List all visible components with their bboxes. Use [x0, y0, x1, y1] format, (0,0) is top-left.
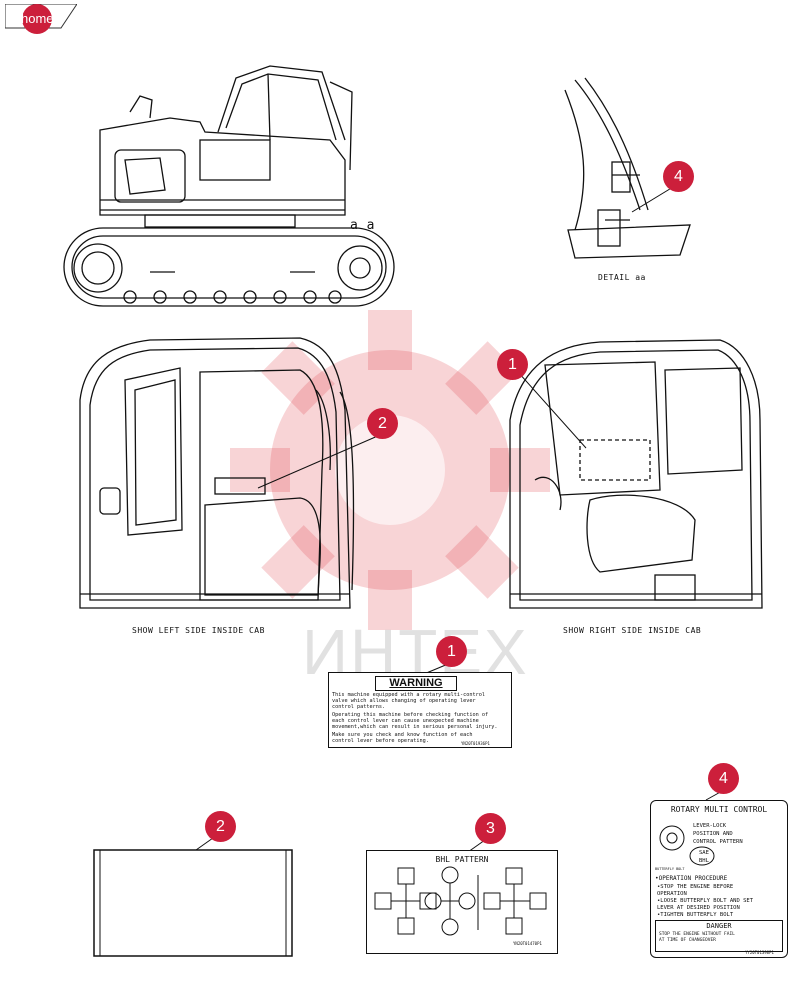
- home-icon: [22, 4, 52, 34]
- rotary-decal-danger-box: DANGER STOP THE ENGINE WITHOUT FAIL AT T…: [655, 920, 783, 952]
- rotary-decal-danger-title: DANGER: [706, 922, 732, 930]
- callout-3-decal[interactable]: 3: [475, 813, 506, 844]
- callout-4-detail[interactable]: 4: [663, 161, 694, 192]
- bhl-pattern-title: BHL PATTERN: [435, 855, 489, 864]
- callout-2-decal[interactable]: 2: [205, 811, 236, 842]
- rotary-decal-step-2: OPERATION: [657, 891, 687, 897]
- rotary-decal-line-3: CONTROL PATTERN: [693, 839, 743, 845]
- warning-decal-part-no: YN20T01936P1: [461, 741, 490, 746]
- home-label: home: [21, 11, 54, 26]
- bhl-pattern-part-no: YN20T01470P1: [513, 941, 542, 946]
- warning-decal-para2: Operating this machine before checking f…: [332, 712, 498, 730]
- rotary-decal-danger-line-1: STOP THE ENGINE WITHOUT FAIL: [659, 932, 735, 937]
- home-button[interactable]: home: [5, 4, 77, 34]
- rotary-decal-sae: SAE: [699, 850, 709, 856]
- right-cab-caption: SHOW RIGHT SIDE INSIDE CAB: [563, 626, 702, 635]
- warning-decal: WARNING This machine equipped with a rot…: [328, 672, 512, 748]
- rotary-decal-step-1: •STOP THE ENGINE BEFORE: [657, 884, 734, 890]
- warning-decal-para3: Make sure you check and know function of…: [332, 732, 473, 744]
- callout-1-decal[interactable]: 1: [436, 636, 467, 667]
- rotary-decal-bhl: BHL: [699, 858, 709, 864]
- warning-decal-title: WARNING: [375, 676, 457, 691]
- rotary-decal-procedure-title: •OPERATION PROCEDURE: [655, 875, 728, 882]
- bhl-pattern-decal: BHL PATTERN YN20T01470P1: [366, 850, 558, 954]
- left-cab-caption: SHOW LEFT SIDE INSIDE CAB: [132, 626, 265, 635]
- rotary-decal-part-no: YY20T01398P1: [745, 950, 774, 955]
- callout-4-decal[interactable]: 4: [708, 763, 739, 794]
- rotary-decal-butterfly: BUTTERFLY BOLT: [655, 867, 685, 871]
- warning-decal-para1: This machine equipped with a rotary mult…: [332, 692, 486, 710]
- rotary-decal-danger-line-2: AT TIME OF CHANGEOVER: [659, 938, 716, 943]
- callout-1-cab[interactable]: 1: [497, 349, 528, 380]
- rotary-decal-title: ROTARY MULTI CONTROL: [670, 805, 768, 814]
- callout-2-cab[interactable]: 2: [367, 408, 398, 439]
- rotary-decal-line-1: LEVER-LOCK: [693, 823, 727, 829]
- rotary-decal-step-4: LEVER AT DESIRED POSITION: [657, 905, 740, 911]
- detail-marker: a a: [350, 218, 375, 233]
- rotary-decal-step-3: •LOOSE BUTTERFLY BOLT AND SET: [657, 898, 754, 904]
- detail-caption: DETAIL aa: [598, 273, 646, 282]
- rotary-decal-line-2: POSITION AND: [693, 831, 733, 837]
- rotary-decal-step-5: •TIGHTEN BUTTERFLY BOLT: [657, 912, 734, 918]
